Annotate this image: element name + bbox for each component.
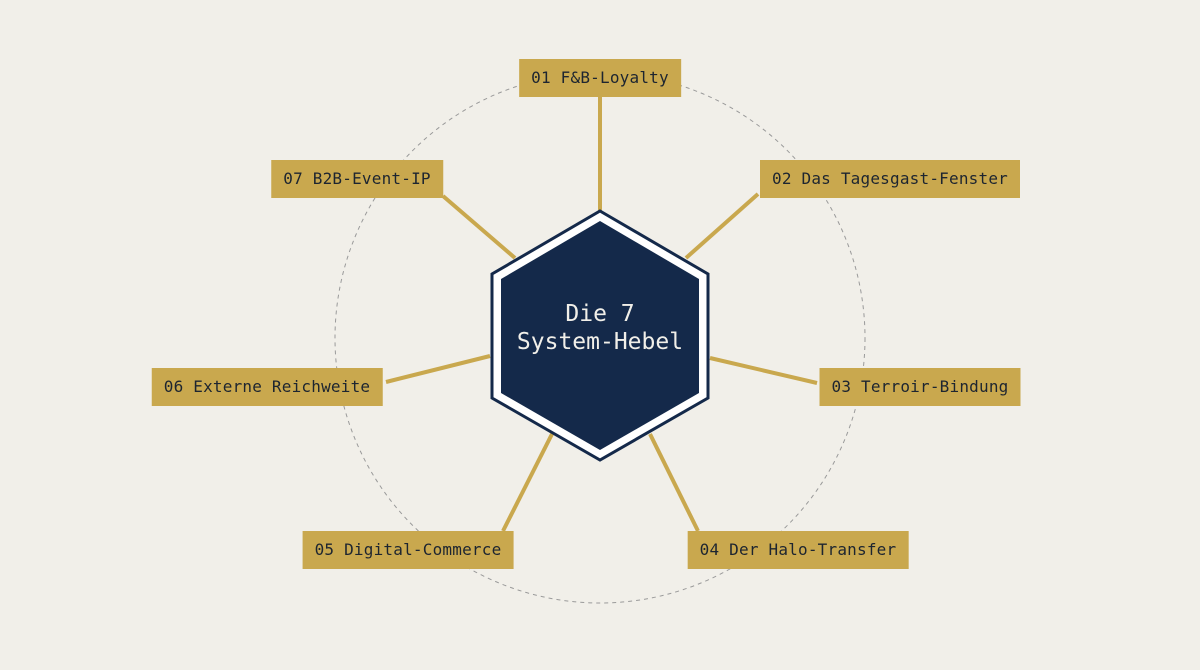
lever-label-3: 03 Terroir-Bindung	[819, 368, 1021, 406]
lever-label-2: 02 Das Tagesgast-Fenster	[760, 160, 1020, 198]
connector-line-5	[501, 433, 554, 532]
connector-line-3	[709, 356, 818, 385]
lever-label-5: 05 Digital-Commerce	[302, 531, 514, 569]
lever-label-1: 01 F&B-Loyalty	[519, 59, 681, 97]
connector-line-6	[385, 354, 491, 384]
center-title-line-2: System-Hebel	[516, 329, 684, 355]
connector-line-2	[684, 192, 760, 260]
connector-line-7	[441, 194, 517, 260]
lever-label-6: 06 Externe Reichweite	[151, 368, 383, 406]
center-title: Die 7 System-Hebel	[500, 300, 700, 356]
lever-label-7: 07 B2B-Event-IP	[271, 160, 443, 198]
connector-line-4	[648, 433, 700, 532]
lever-label-4: 04 Der Halo-Transfer	[687, 531, 909, 569]
center-title-line-1: Die 7	[565, 301, 635, 327]
center-hexagon	[501, 221, 699, 450]
